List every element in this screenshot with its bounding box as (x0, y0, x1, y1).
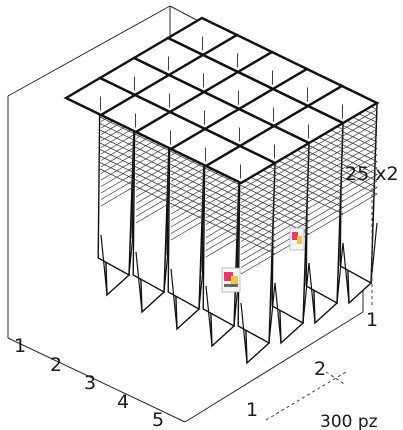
row-count-4: 4 (117, 391, 129, 413)
crate-rim-line (341, 144, 378, 182)
crate-rim-line (273, 184, 310, 222)
crate-rim-line (341, 157, 378, 195)
crate-rim-line (239, 178, 276, 216)
crate-rim-line (239, 191, 276, 229)
crate-rim-line (273, 177, 310, 216)
crate-rim-line (341, 176, 378, 215)
crate-rim-line (239, 236, 276, 275)
crate-rim-line (307, 170, 344, 209)
crate-rim-line (307, 177, 344, 215)
crate-rim-line (341, 118, 378, 156)
crate-rim-line (307, 151, 344, 189)
crate-rim-line (239, 223, 276, 262)
crate-rim-line (307, 138, 344, 176)
crate-rim-line (341, 170, 378, 208)
dimension-lines (265, 188, 373, 421)
crate-rim-line (307, 183, 344, 222)
product-label-front (221, 267, 241, 293)
product-label-right (289, 227, 305, 251)
crate-rim-line (239, 197, 276, 236)
total-quantity: 300 pz (320, 412, 378, 430)
crate-rim-line (273, 197, 310, 235)
layers-label: 25 x2 (345, 163, 399, 185)
crate-rim-line (273, 164, 310, 203)
crate-rim-line (307, 144, 344, 183)
crate-rim-line (307, 157, 344, 196)
crate-rim-line (273, 158, 310, 196)
height-count: 1 (366, 309, 378, 331)
row-count-3: 3 (84, 372, 96, 394)
crate-rim-line (307, 190, 344, 228)
crate-rim-line (273, 216, 310, 255)
crate-rim-line (307, 196, 344, 235)
crate-rim-line (239, 210, 276, 249)
crate-rim-line (341, 131, 378, 169)
crate-rim-line (307, 164, 344, 202)
crate-grid (63, 16, 380, 365)
crate-rim-line (239, 204, 276, 242)
crate-rim-line (341, 137, 378, 176)
crate-rim-line (273, 190, 310, 229)
row-count-2: 2 (50, 354, 62, 376)
crate-rim-line (239, 184, 276, 223)
crate-rim-line (239, 230, 276, 268)
column-count-1: 1 (246, 399, 258, 421)
crate-rim-line (341, 124, 378, 163)
crate-rim-line (273, 210, 310, 248)
row-count-1: 1 (14, 335, 26, 357)
crate-rim-line (273, 203, 310, 242)
crate-rim-line (341, 150, 378, 189)
row-count-5: 5 (152, 409, 164, 430)
crate-rim-line (239, 217, 276, 255)
column-count-2: 2 (314, 358, 326, 380)
crate-rim-line (341, 163, 378, 202)
crate-rim-line (273, 171, 310, 209)
